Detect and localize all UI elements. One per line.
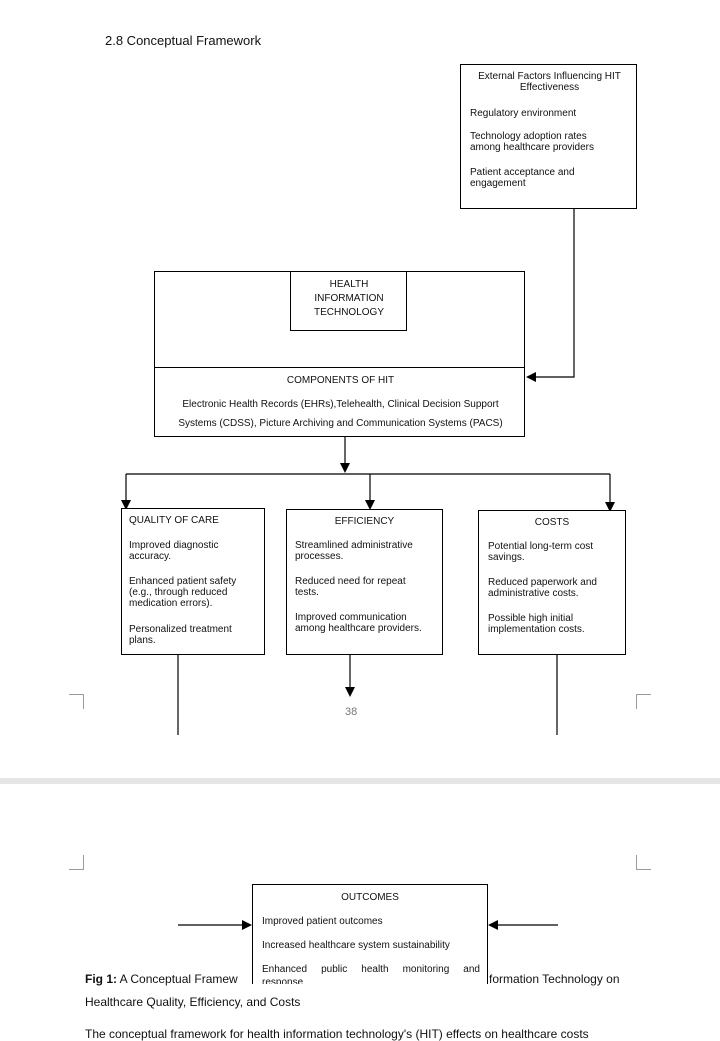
crop-mark — [69, 855, 84, 870]
efficiency-box: EFFICIENCY Streamlined administrative pr… — [286, 509, 443, 655]
external-to-components-arrow — [526, 208, 575, 382]
external-item: Technology adoption rates among healthca… — [470, 131, 594, 153]
efficiency-title: EFFICIENCY — [334, 516, 395, 527]
page-separator — [0, 778, 720, 784]
outcomes-item: Increased healthcare system sustainabili… — [262, 940, 450, 951]
quality-title: QUALITY OF CARE — [129, 515, 219, 526]
costs-title: COSTS — [534, 517, 570, 528]
figure-label: Fig 1: — [85, 972, 117, 986]
costs-box: COSTS Potential long-term cost savings. … — [478, 510, 626, 655]
components-line-1: Electronic Health Records (EHRs),Telehea… — [182, 399, 499, 410]
components-box: COMPONENTS OF HIT Electronic Health Reco… — [154, 367, 525, 437]
costs-item: Possible high initial implementation cos… — [488, 613, 585, 635]
outcomes-item: Improved patient outcomes — [262, 916, 383, 927]
page-number: 38 — [345, 706, 358, 718]
figure-caption-text-left: A Conceptual Framew — [119, 972, 238, 986]
hit-title: HEALTH INFORMATION TECHNOLOGY — [313, 279, 384, 318]
figure-caption-left: Fig 1: A Conceptual Framew — [85, 972, 253, 986]
crop-mark — [69, 694, 84, 709]
outcomes-title: OUTCOMES — [341, 892, 399, 903]
outcomes-item: Enhanced public health monitoring and — [262, 964, 480, 975]
components-line-2: Systems (CDSS), Picture Archiving and Co… — [178, 418, 503, 429]
section-heading: 2.8 Conceptual Framework — [105, 33, 262, 48]
quality-item: Improved diagnostic accuracy. — [129, 540, 219, 562]
costs-item: Potential long-term cost savings. — [488, 541, 594, 563]
external-item: Regulatory environment — [470, 108, 577, 119]
efficiency-item: Streamlined administrative processes. — [295, 540, 413, 562]
quality-item: Personalized treatment plans. — [129, 624, 232, 646]
quality-item: Enhanced patient safety (e.g., through r… — [129, 576, 237, 609]
crop-mark — [636, 694, 651, 709]
outcomes-item-cut: response — [262, 977, 304, 984]
components-title: COMPONENTS OF HIT — [286, 375, 395, 386]
figure-caption-line-2: Healthcare Quality, Efficiency, and Cost… — [85, 995, 301, 1009]
costs-item: Reduced paperwork and administrative cos… — [488, 577, 597, 599]
crop-mark — [636, 855, 651, 870]
efficiency-item: Reduced need for repeat tests. — [295, 576, 406, 598]
external-factors-box: External Factors Influencing HIT Effecti… — [460, 64, 637, 209]
quality-of-care-box: QUALITY OF CARE Improved diagnostic accu… — [121, 508, 265, 655]
hit-box: HEALTH INFORMATION TECHNOLOGY — [290, 271, 407, 331]
external-factors-title: External Factors Influencing HIT Effecti… — [478, 71, 621, 93]
external-item: Patient acceptance and engagement — [470, 167, 575, 189]
figure-caption-right: formation Technology on — [489, 972, 620, 986]
body-text-cut: The conceptual framework for health info… — [85, 1027, 589, 1041]
outcomes-box: OUTCOMES Improved patient outcomes Incre… — [252, 884, 488, 984]
efficiency-item: Improved communication among healthcare … — [295, 612, 422, 634]
